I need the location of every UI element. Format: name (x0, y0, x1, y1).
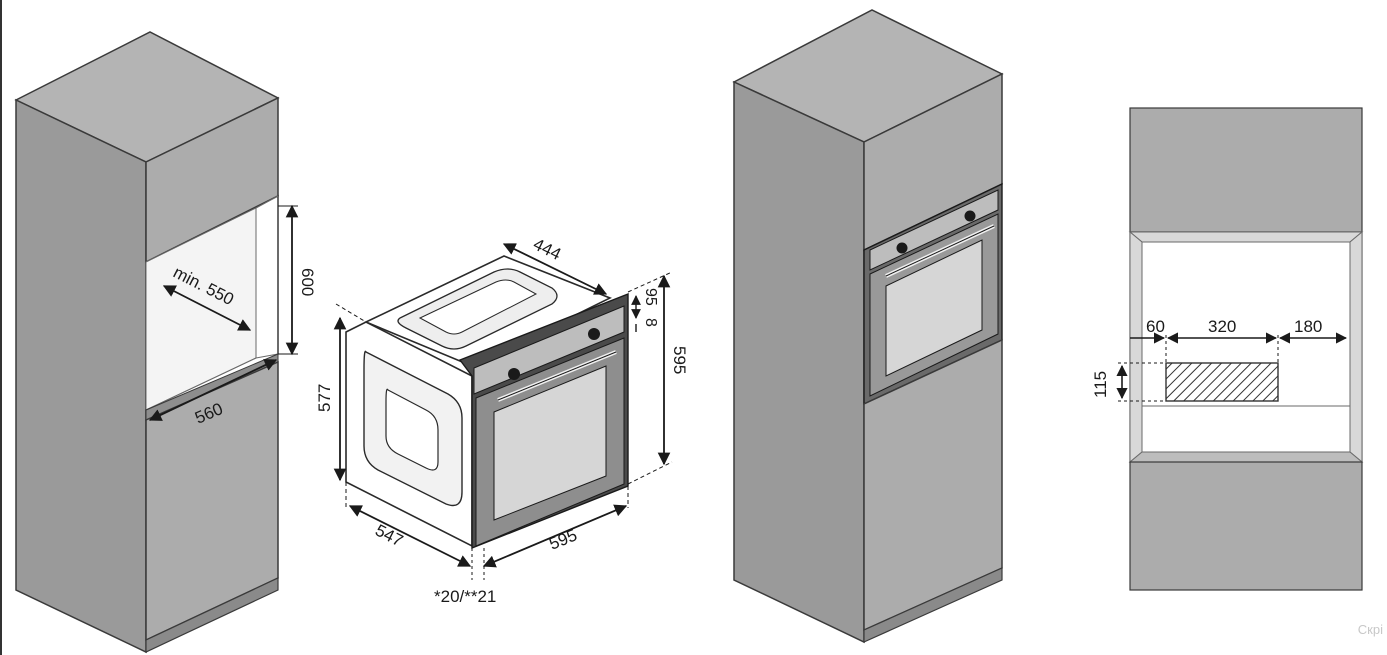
gap-top-label: 95 (642, 288, 659, 306)
front-note-label: *20/**21 (434, 587, 496, 606)
oven-height-label: 595 (670, 346, 689, 374)
ventilation-cutout (1165, 362, 1279, 402)
oven-isometric (345, 255, 629, 550)
vent-left-label: 60 (1146, 317, 1165, 336)
knob-right-icon (588, 328, 600, 340)
niche-height-label: 600 (298, 268, 317, 296)
vent-width-label: 320 (1208, 317, 1236, 336)
oven-body-height-label: 577 (315, 384, 334, 412)
installed-knob-right-icon (964, 210, 976, 222)
oven-depth-label: 547 (372, 521, 406, 551)
watermark-text: Скрі (1357, 622, 1383, 637)
ventilation-dimensions: 60 320 180 115 (1091, 317, 1348, 402)
gap-small-label: 8 (642, 318, 659, 327)
knob-left-icon (508, 368, 520, 380)
cabinet-front-ventilation (1128, 107, 1364, 591)
oven-width-label: 595 (546, 525, 579, 553)
vent-height-label: 115 (1091, 371, 1110, 398)
vent-right-label: 180 (1294, 317, 1322, 336)
oven-dimensions: 444 95 8 595 577 547 595 *20/**21 (315, 235, 689, 606)
cabinet-empty-niche (14, 31, 280, 654)
installed-knob-left-icon (896, 242, 908, 254)
cabinet-with-oven (732, 9, 1004, 644)
